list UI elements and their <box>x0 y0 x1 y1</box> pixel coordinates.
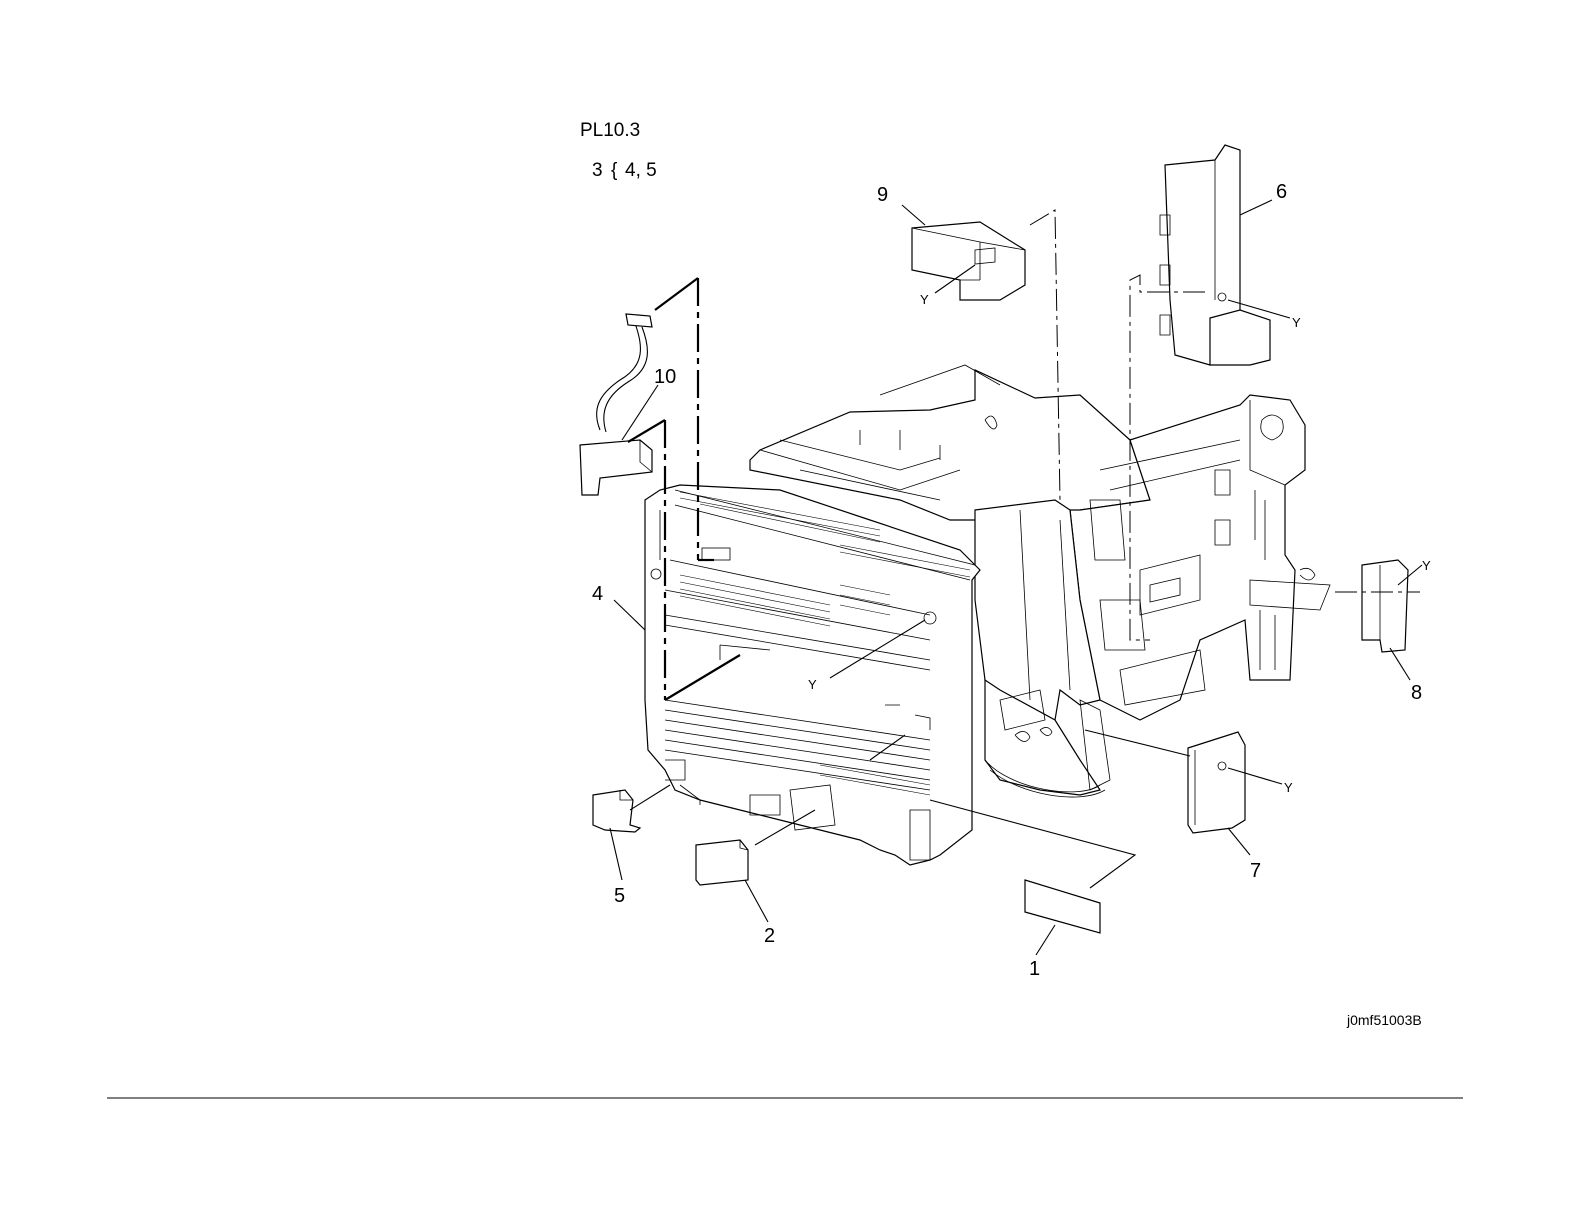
screw-label-front: Y <box>808 677 817 692</box>
note-brace: { <box>611 160 618 181</box>
cover-part-9 <box>912 222 1025 300</box>
screw-label-9: Y <box>920 292 929 307</box>
harness-route-line <box>655 278 698 310</box>
label-part-1 <box>1025 880 1100 933</box>
callout-leader-7 <box>1228 828 1250 855</box>
cover-part-6 <box>1160 145 1270 365</box>
leader-line-5 <box>630 785 670 810</box>
callout-leader-2 <box>745 880 768 922</box>
callout-1: 1 <box>1029 958 1040 980</box>
callout-leader-10 <box>622 385 658 440</box>
callout-10: 10 <box>654 366 676 388</box>
screw-label-7: Y <box>1284 780 1293 795</box>
callout-leader-6 <box>1240 200 1272 215</box>
cover-part-5 <box>593 790 640 832</box>
image-id: j0mf51003B <box>1346 1012 1422 1028</box>
callout-leader-1 <box>1036 925 1055 955</box>
callout-leader-5 <box>610 828 622 880</box>
harness-part-10 <box>580 314 652 495</box>
callout-7: 7 <box>1250 860 1261 882</box>
screw-label-8: Y <box>1422 558 1431 573</box>
callout-leader-8 <box>1390 648 1410 680</box>
note-items: 4, 5 <box>625 160 657 181</box>
cover-part-2 <box>696 840 748 885</box>
callout-2: 2 <box>764 925 775 947</box>
cover-part-8 <box>1362 560 1408 652</box>
callout-5: 5 <box>614 885 625 907</box>
callout-9: 9 <box>877 184 888 206</box>
cover-part-7 <box>1188 732 1245 833</box>
plate-reference: PL10.3 <box>580 120 640 141</box>
callout-4: 4 <box>592 583 603 605</box>
front-cover-part-4 <box>645 485 980 865</box>
callout-8: 8 <box>1411 682 1422 704</box>
callout-6: 6 <box>1276 181 1287 203</box>
callout-leader-9 <box>902 205 925 225</box>
note-number: 3 <box>592 160 603 181</box>
callout-leader-4 <box>614 600 645 630</box>
screw-label-6: Y <box>1292 315 1301 330</box>
leader-line-7 <box>1085 730 1190 756</box>
